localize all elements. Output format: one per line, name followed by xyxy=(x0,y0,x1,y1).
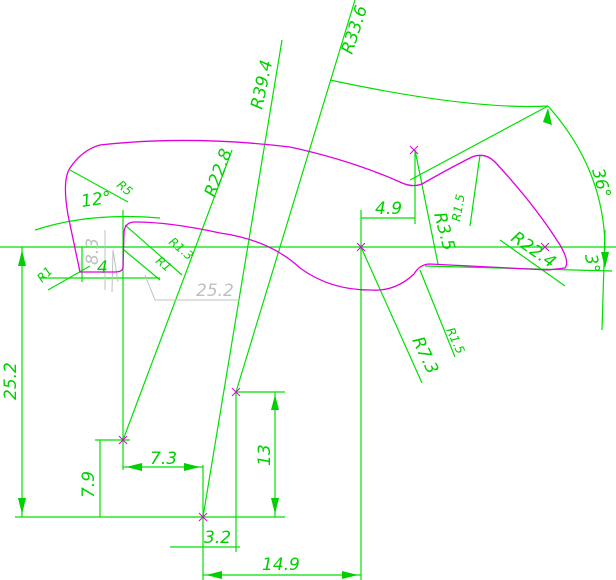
ref-break xyxy=(111,249,119,293)
arrow xyxy=(184,463,200,471)
label-13: 13 xyxy=(255,444,275,466)
label-ref-8-3: 8.3 xyxy=(83,238,103,265)
label-r33-6: R33.6 xyxy=(338,3,372,57)
label-angle-12: 12° xyxy=(80,188,113,212)
label-r1-right: R1 xyxy=(153,254,174,275)
label-7-9: 7.9 xyxy=(79,471,99,498)
angle-36-arc xyxy=(547,105,606,251)
r22-4-leader xyxy=(499,239,566,287)
r33-6-leader xyxy=(235,0,356,393)
label-25-2: 25.2 xyxy=(1,362,21,400)
label-r1-left: R1 xyxy=(34,264,55,285)
label-4: 4 xyxy=(97,258,108,278)
r5-leader xyxy=(69,169,129,203)
label-r22-8: R22.8 xyxy=(201,146,237,200)
angle-36-ext xyxy=(409,105,549,181)
arrow xyxy=(271,498,279,514)
r1-5-top-leader xyxy=(469,154,481,227)
arrow xyxy=(601,252,609,268)
r7-3-leader xyxy=(360,246,423,384)
r1-5-bottom-leader xyxy=(419,269,456,358)
label-r7-3: R7.3 xyxy=(407,334,442,378)
label-angle-3: 3° xyxy=(580,252,603,275)
label-ref-25-2: 25.2 xyxy=(196,281,234,301)
part-profile xyxy=(64,139,568,291)
angle-12-arc xyxy=(34,215,161,231)
center-marks xyxy=(118,145,550,522)
label-14-9: 14.9 xyxy=(262,555,300,575)
arrow xyxy=(126,463,142,471)
r22-8-leader xyxy=(122,149,233,441)
label-3-2: 3.2 xyxy=(204,528,231,548)
arrow xyxy=(543,108,552,125)
r1-3-leader xyxy=(124,224,183,276)
label-4-9: 4.9 xyxy=(375,199,402,219)
r1-left-leader xyxy=(47,265,91,291)
r1-right-leader xyxy=(123,249,161,281)
arrow xyxy=(342,571,358,579)
label-7-3: 7.3 xyxy=(150,449,177,469)
ref-25-2-leader xyxy=(144,274,240,301)
label-angle-36: 36° xyxy=(587,166,614,200)
r39-4-leader xyxy=(202,39,283,518)
arrow xyxy=(18,498,26,514)
arrow xyxy=(18,250,26,266)
arrow xyxy=(206,571,222,579)
angle-3-line xyxy=(601,229,606,331)
label-r39-4: R39.4 xyxy=(247,58,277,111)
label-r1-5-bottom: R1.5 xyxy=(443,325,467,356)
arrow xyxy=(271,395,279,410)
arc-upper xyxy=(329,79,549,108)
r3-5-leader xyxy=(414,149,439,265)
label-r1-5-top: R1.5 xyxy=(449,193,468,222)
